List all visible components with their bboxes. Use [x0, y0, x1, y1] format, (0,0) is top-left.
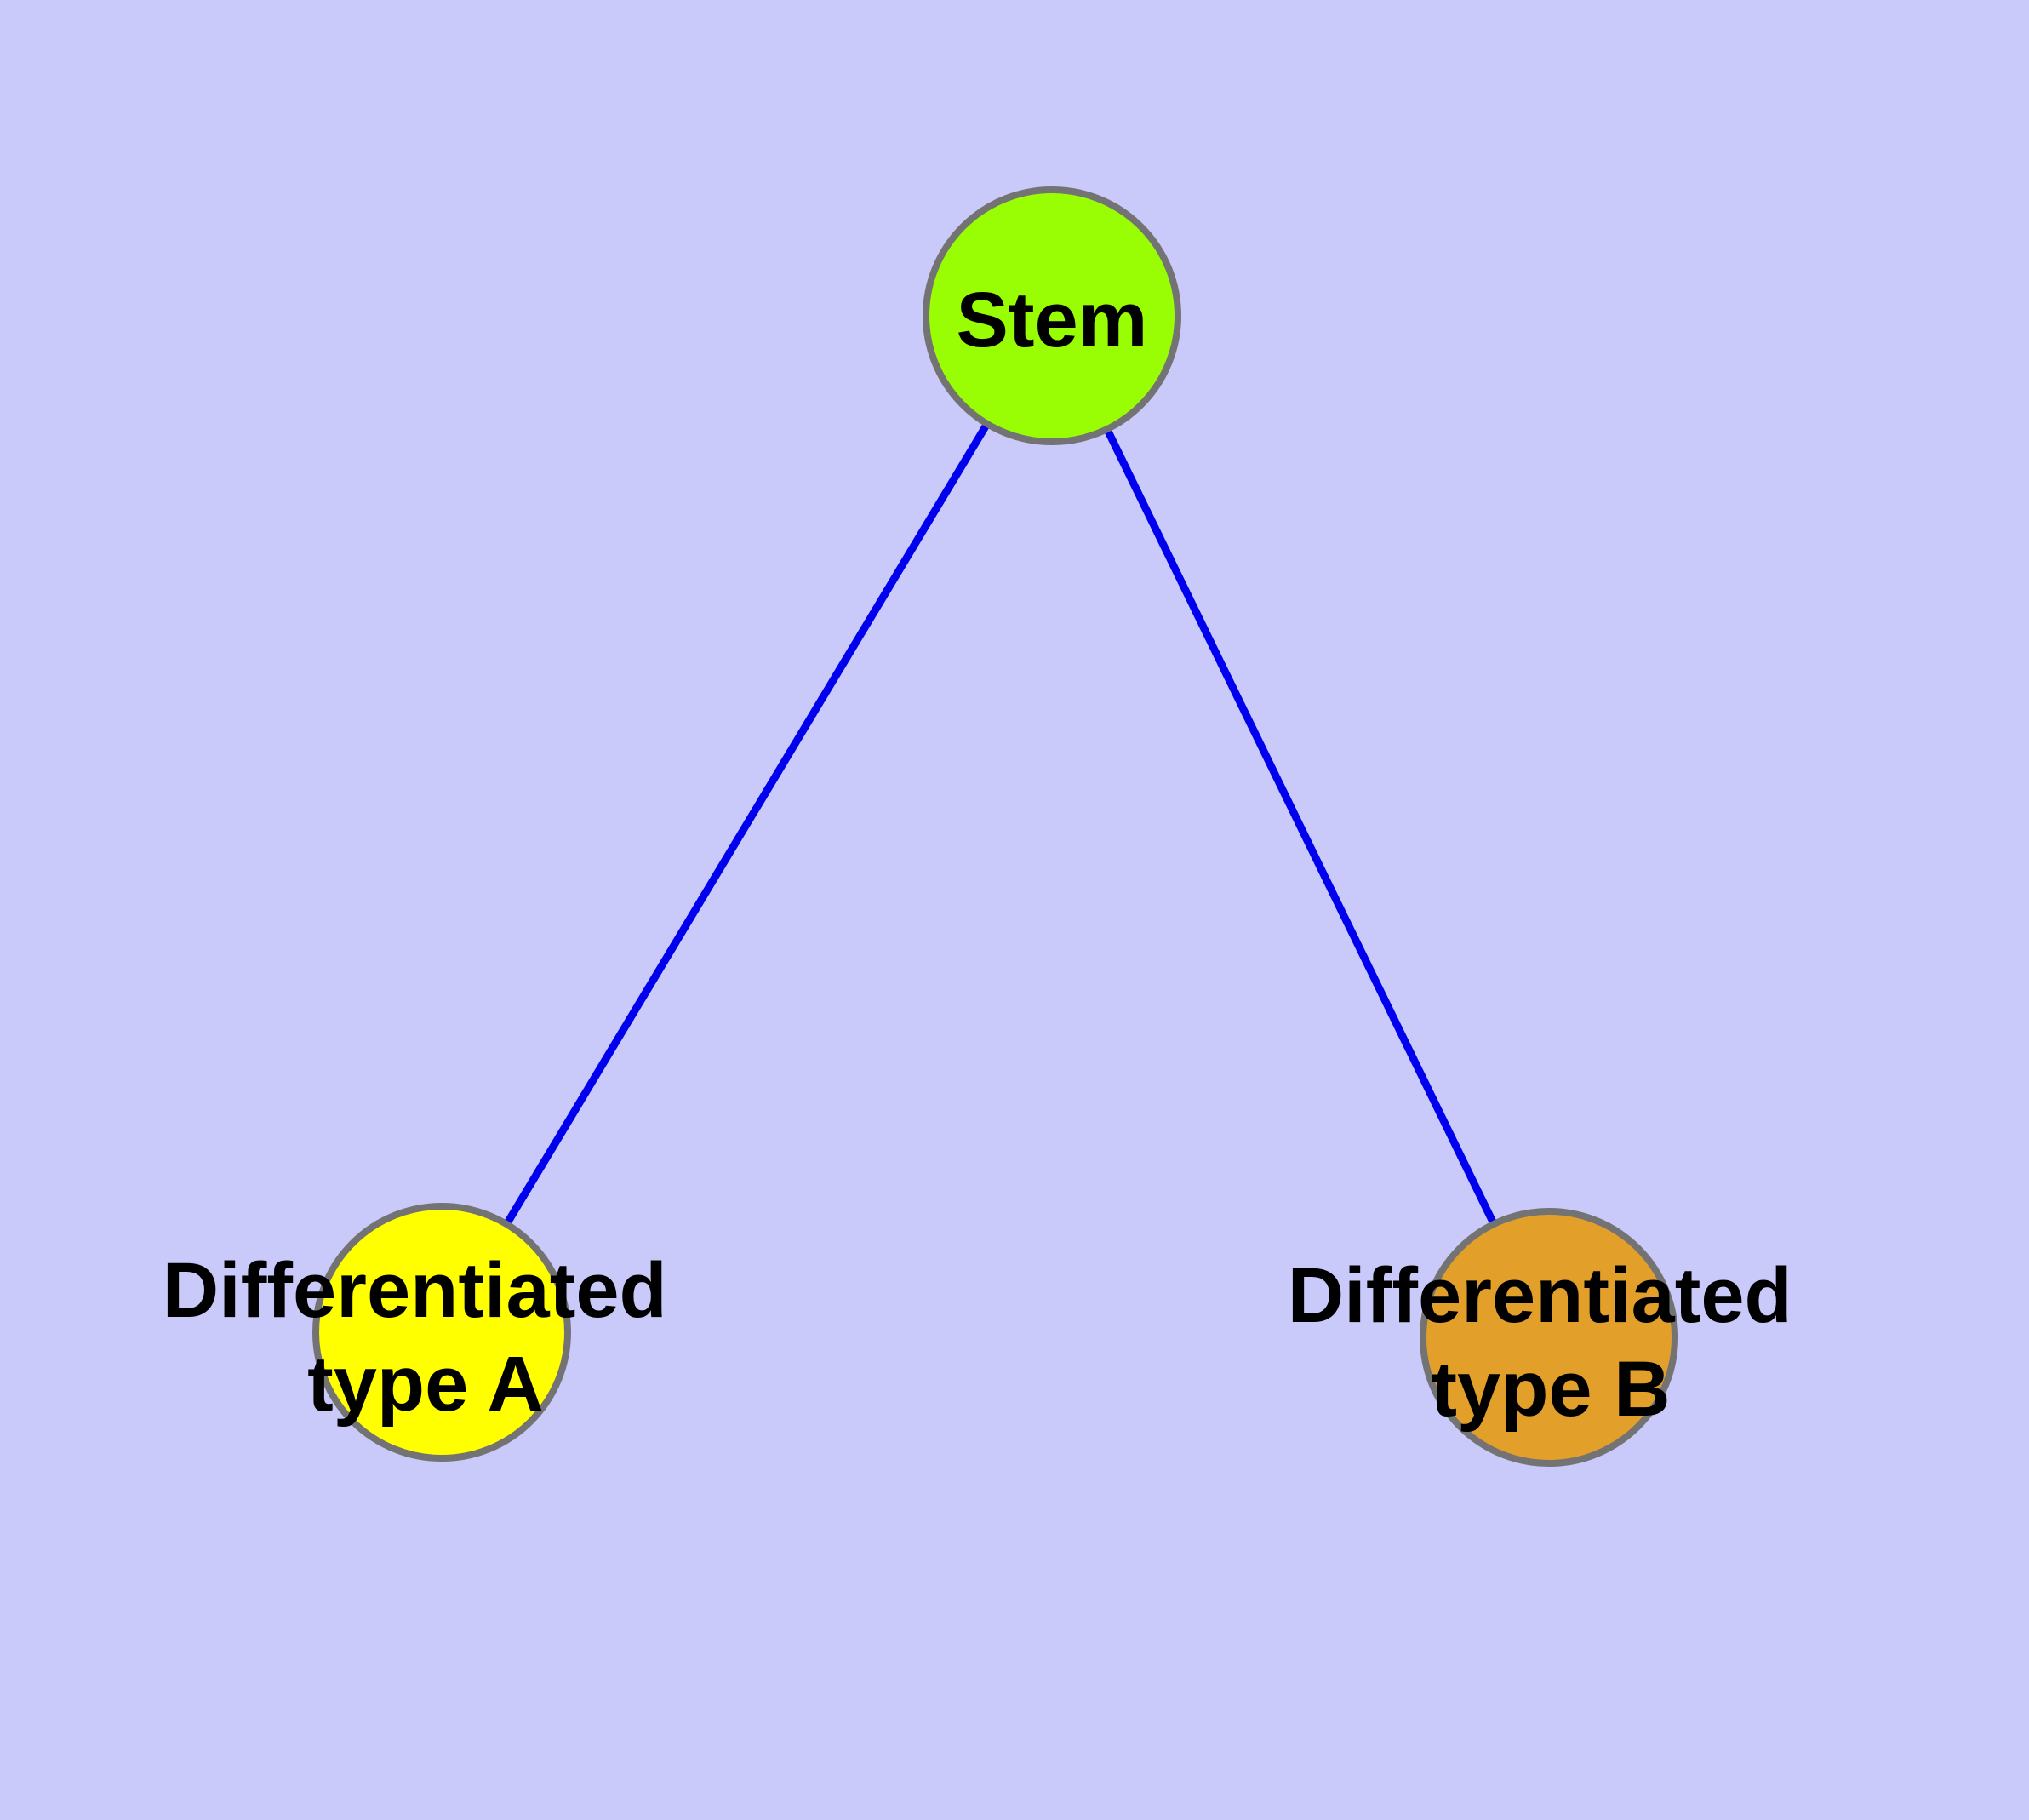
node-type-b-label-line1: Differentiated — [1288, 1252, 1792, 1339]
node-type-a-label: Differentiated type A — [163, 1247, 689, 1428]
edge-stem-to-type-b — [1048, 314, 1553, 1339]
node-type-b-label: Differentiated type B — [1288, 1252, 1815, 1433]
node-type-b-circle — [1420, 1208, 1678, 1467]
node-stem-label: Stem — [957, 277, 1148, 363]
edge-stem-to-type-a — [438, 313, 1055, 1335]
node-type-a-circle — [312, 1203, 571, 1462]
node-type-b-label-line2: type B — [1431, 1346, 1670, 1433]
node-type-a-label-line1: Differentiated — [163, 1247, 667, 1334]
node-stem-circle — [923, 186, 1181, 445]
node-type-a-label-line2: type A — [307, 1341, 544, 1428]
